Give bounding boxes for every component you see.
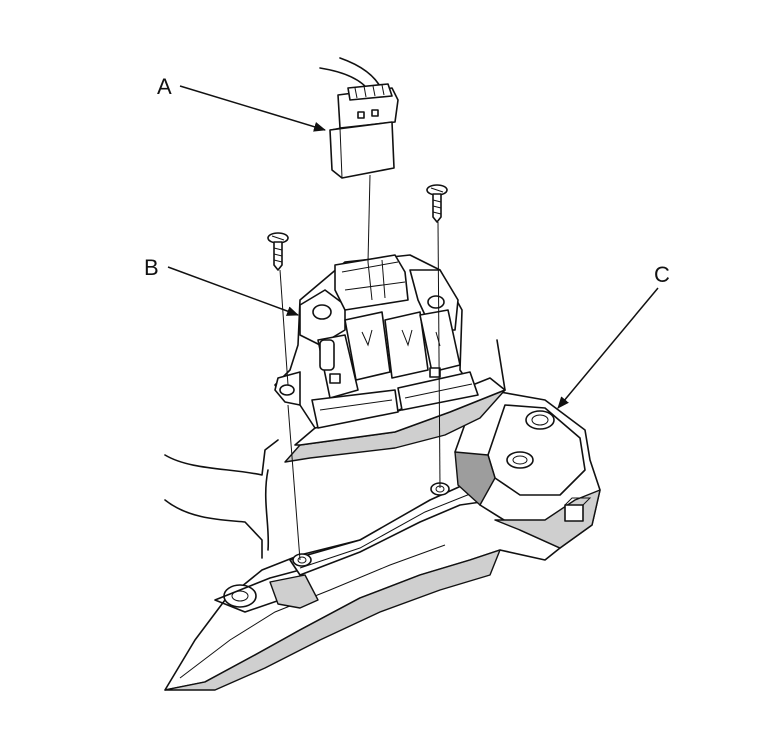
- connector: [319, 57, 399, 179]
- callout-b-label: B: [144, 255, 159, 280]
- steering-wheel-cover: [164, 481, 561, 691]
- callout-c-label: C: [654, 262, 670, 287]
- screw-left: [267, 232, 289, 271]
- callout-b-leader: [167, 266, 299, 316]
- screw-right-guide-line: [437, 221, 441, 489]
- callout-a: A: [157, 74, 326, 132]
- callout-c-leader: [557, 287, 659, 409]
- callout-a-leader: [179, 85, 326, 132]
- screw-left-guide-line-lower: [287, 404, 301, 561]
- connector-guide-line: [367, 174, 371, 263]
- callout-c: C: [557, 262, 670, 409]
- switch-assembly: [274, 254, 506, 463]
- right-switch-housing: [454, 339, 601, 549]
- screw-left-guide-line: [279, 269, 289, 386]
- screw-right: [426, 184, 448, 223]
- callout-a-label: A: [157, 74, 172, 99]
- callout-b: B: [144, 255, 299, 316]
- wire-outlines: [164, 439, 279, 559]
